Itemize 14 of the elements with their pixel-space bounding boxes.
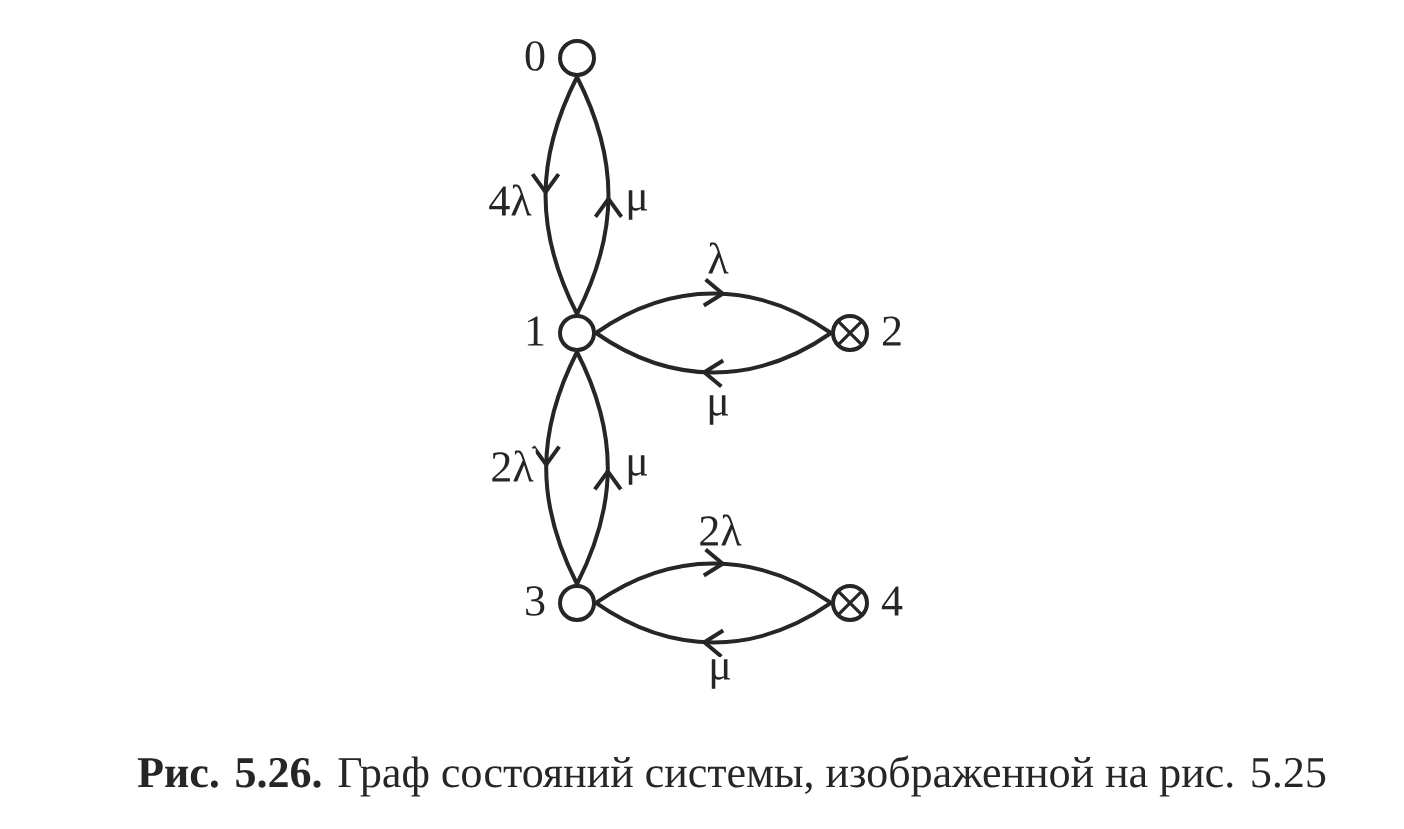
edge-label: 2λ bbox=[696, 512, 744, 548]
edge-label: 2λ bbox=[488, 448, 536, 484]
edge-label: μ bbox=[706, 657, 734, 691]
edge-label: μ bbox=[623, 453, 651, 487]
state-number: 4 bbox=[881, 586, 903, 616]
edge-label: μ bbox=[623, 188, 651, 222]
state-number: 0 bbox=[525, 41, 545, 71]
edge-label: μ bbox=[704, 393, 732, 427]
edge-label: λ bbox=[705, 240, 731, 276]
state-number: 1 bbox=[527, 316, 544, 346]
caption: Рис. 5.26. Граф состояний системы, изображенной на рис. 5.25 bbox=[137, 755, 1326, 797]
edge-label: 4λ bbox=[486, 182, 534, 218]
state-number: 2 bbox=[882, 316, 901, 346]
state-number: 3 bbox=[526, 586, 545, 616]
